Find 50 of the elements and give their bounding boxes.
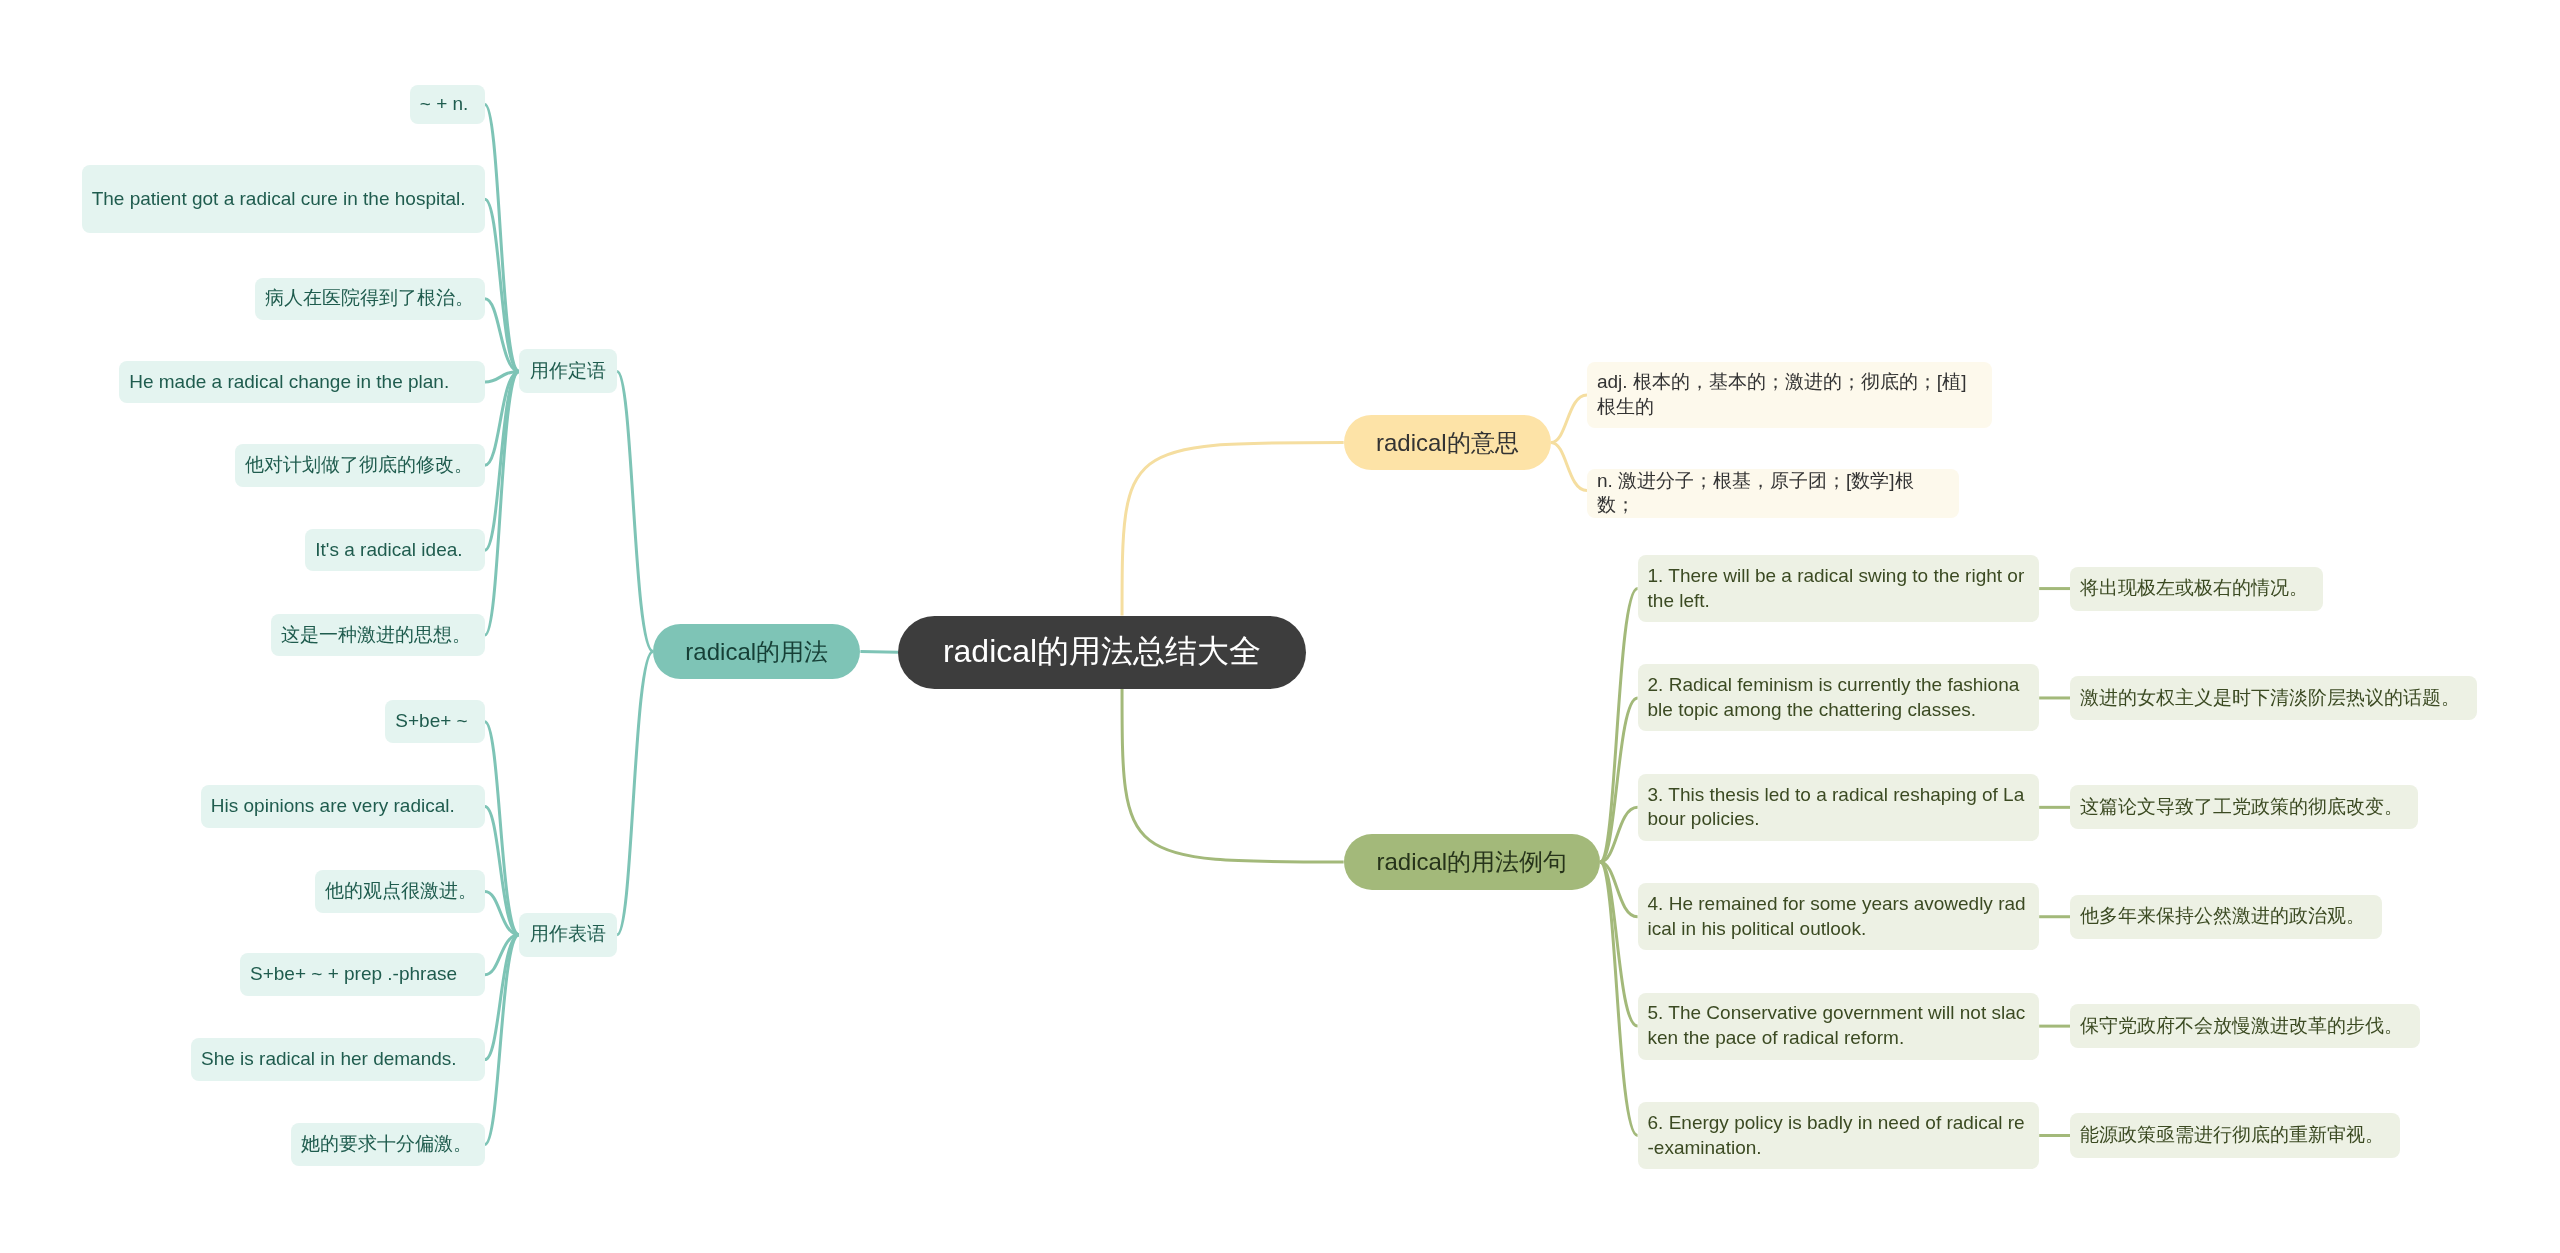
connector-line — [1598, 861, 1639, 1137]
connector-line — [2039, 805, 2071, 809]
usage-item-box: His opinions are very radical. — [200, 785, 485, 828]
branch-topic-box: radical的用法例句 — [1343, 834, 1600, 890]
usage-item-box: 他对计划做了彻底的修改。 — [235, 444, 485, 487]
translation-box: 他多年来保持公然激进的政治观。 — [2070, 894, 2383, 939]
subtopic-box: 用作表语 — [519, 912, 618, 957]
usage-item-box: ~ + n. — [409, 84, 485, 125]
connector-line — [1120, 440, 1344, 616]
usage-item-box: 他的观点很激进。 — [315, 870, 485, 913]
connector-line — [484, 805, 520, 936]
example-sentence-box: 3. This thesis led to a radical reshaping of Labour policies. — [1637, 773, 2040, 841]
translation-box: 这篇论文导致了工党政策的彻底改变。 — [2070, 785, 2418, 830]
branch-topic-box: radical的用法 — [653, 623, 861, 680]
connector-line — [860, 649, 898, 654]
definition-box: adj. 根本的，基本的；激进的；彻底的；[植]根生的 — [1586, 362, 1992, 428]
translation-box: 将出现极左或极右的情况。 — [2070, 566, 2324, 611]
connector-line — [2039, 915, 2071, 919]
subtopic-box: 用作定语 — [519, 349, 618, 394]
usage-item-box: It's a radical idea. — [305, 528, 485, 572]
branch-topic-box: radical的意思 — [1343, 414, 1551, 471]
connector-line — [2039, 1024, 2071, 1028]
example-sentence-box: 6. Energy policy is badly in need of radical re-examination. — [1637, 1102, 2040, 1169]
example-sentence-box: 4. He remained for some years avowedly radical in his political outlook. — [1637, 883, 2040, 951]
translation-box: 能源政策亟需进行彻底的重新审视。 — [2070, 1113, 2400, 1158]
usage-item-box: 病人在医院得到了根治。 — [254, 277, 485, 320]
connector-line — [483, 370, 521, 636]
connector-line — [483, 933, 521, 1146]
connector-line — [1598, 587, 1639, 863]
usage-item-box: She is radical in her demands. — [191, 1038, 485, 1081]
example-sentence-box: 5. The Conservative government will not slacken the pace of radical reform. — [1637, 992, 2040, 1060]
usage-item-box: S+be+ ~ + prep .-phrase — [240, 953, 485, 996]
connector-line — [2039, 587, 2071, 591]
connector-line — [2039, 1134, 2071, 1137]
connector-line — [1550, 393, 1588, 444]
translation-box: 保守党政府不会放慢激进改革的步伐。 — [2070, 1004, 2420, 1049]
definition-box: n. 激进分子；根基，原子团；[数学]根数； — [1586, 468, 1960, 518]
usage-item-box: 她的要求十分偏激。 — [290, 1123, 485, 1166]
translation-box: 激进的女权主义是时下清淡阶层热议的话题。 — [2070, 675, 2477, 720]
connector-line — [1550, 441, 1588, 493]
connector-line — [2039, 696, 2071, 700]
usage-item-box: The patient got a radical cure in the hospital. — [81, 164, 485, 234]
example-sentence-box: 1. There will be a radical swing to the right or the left. — [1637, 555, 2040, 623]
usage-item-box: 这是一种激进的思想。 — [271, 613, 485, 657]
connector-line — [1120, 688, 1344, 864]
usage-item-box: S+be+ ~ — [385, 700, 485, 743]
usage-item-box: He made a radical change in the plan. — [119, 360, 485, 404]
connector-line — [483, 720, 521, 936]
example-sentence-box: 2. Radical feminism is currently the fashionable topic among the chattering classes. — [1637, 664, 2040, 732]
root-topic-box: radical的用法总结大全 — [897, 615, 1307, 689]
